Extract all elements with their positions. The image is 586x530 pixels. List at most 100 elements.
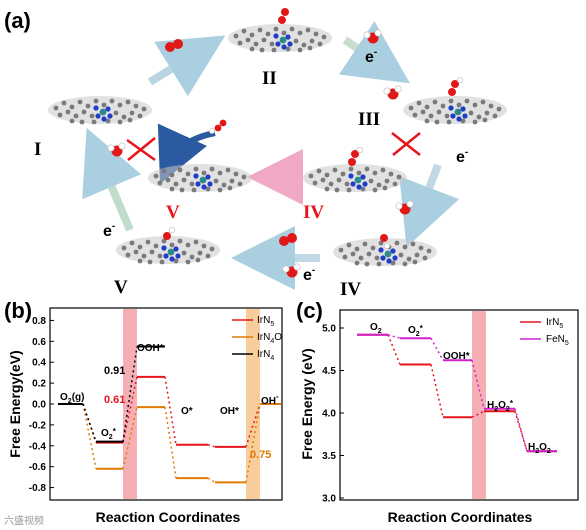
y-tick-label: -0.6	[29, 462, 47, 473]
y-tick-label: 5.0	[322, 324, 336, 335]
state-labels-c: O2 O2* OOH* H2O2* H2O2	[370, 322, 551, 455]
y-tick-label: 4.0	[322, 409, 336, 420]
o2-molecule	[165, 39, 183, 52]
svg-text:O2: O2	[370, 322, 382, 335]
highlight-b-1	[123, 309, 137, 499]
panel-a-label: (a)	[4, 8, 31, 33]
legend-c: IrN5 FeN5	[520, 317, 569, 347]
state-labels-b: O2(g) O2* OOH* O* OH* OH-	[60, 343, 279, 441]
series-1	[357, 333, 557, 453]
stage-label-V: V	[114, 277, 128, 298]
svg-text:H2O2*: H2O2*	[487, 399, 514, 413]
svg-text:e-: e-	[365, 47, 377, 66]
svg-text:IrN4O: IrN4O	[257, 332, 282, 345]
connector-0-2	[122, 376, 138, 443]
series-b	[58, 345, 281, 484]
y-tick-label: 4.5	[322, 366, 336, 377]
annotation-b-1: 0.61	[104, 394, 125, 406]
connector-2-2	[122, 346, 138, 442]
structure-IV	[333, 238, 437, 267]
svg-text:O2*: O2*	[408, 324, 424, 338]
legend-b: IrN5 IrN4O IrN4	[232, 315, 282, 362]
h2o-molecule-left	[107, 142, 126, 157]
panel-b-label: (b)	[4, 298, 32, 323]
curved-arrow	[157, 123, 216, 184]
h2o-molecule-top	[363, 29, 382, 44]
watermark: 六盛视频	[4, 514, 44, 527]
connector-1-4	[514, 408, 528, 452]
h2o-molecule-bottom	[282, 263, 301, 278]
arrow-III-to-IV	[399, 163, 460, 248]
y-tick-label: 3.5	[322, 451, 336, 462]
series-2	[58, 345, 165, 443]
connector-0-3	[164, 376, 177, 445]
adsorbate-III	[448, 76, 464, 96]
stage-label-IV: IV	[340, 279, 361, 300]
svg-text:H2O2: H2O2	[528, 442, 551, 455]
panel-b: (b) -0.8 -0.6 -0.4 -0.2 0.0 0.2 0.4 0.6 0.8 Free…	[4, 298, 283, 525]
h2o-molecule-right	[383, 85, 402, 100]
y-tick-label: 0.0	[32, 400, 46, 411]
svg-text:IrN5: IrN5	[257, 315, 274, 328]
annotation-b-0: 0.91	[104, 365, 125, 377]
svg-text:OOH*: OOH*	[137, 343, 164, 354]
y-tick-label: -0.8	[29, 483, 47, 494]
svg-text:IrN4: IrN4	[257, 349, 274, 362]
arrow-II-to-III	[338, 21, 410, 84]
stage-label-IV-red: IV	[303, 202, 324, 223]
adsorbate-IV	[380, 234, 391, 250]
blocked-x-left	[126, 137, 156, 162]
highlight-b-2	[246, 309, 260, 499]
connector-2-1	[82, 403, 97, 442]
adsorbate-V	[163, 226, 176, 240]
connector-1-5	[245, 403, 261, 483]
svg-text:OH*: OH*	[220, 406, 239, 417]
y-tick-label: 0.4	[32, 358, 46, 369]
stage-label-II: II	[262, 68, 277, 89]
y-tick-label: 0.8	[32, 316, 46, 327]
connector-0-1	[387, 334, 401, 365]
ylabel-b: Free Energy(eV)	[7, 350, 23, 457]
y-tick-label: 3.0	[322, 494, 336, 505]
y-tick-label: 0.6	[32, 337, 46, 348]
o2-molecule-bottom	[279, 233, 297, 246]
stage-label-V-red: V	[166, 202, 180, 223]
blocked-x-right	[391, 132, 421, 156]
y-ticks-c: 3.0 3.5 4.0 4.5 5.0	[322, 324, 344, 505]
connector-1-2	[430, 337, 444, 361]
connector-0-4	[514, 411, 528, 452]
annotation-b-2: 0.75	[250, 449, 271, 461]
arrow-I-to-II	[147, 35, 226, 97]
connector-1-4	[207, 477, 216, 483]
connector-1-2	[122, 406, 138, 469]
y-tick-label: 0.2	[32, 379, 46, 390]
adsorbate-curve	[209, 119, 227, 134]
xlabel-c: Reaction Coordinates	[388, 509, 533, 525]
h2o-molecule-bottom-right	[395, 200, 414, 215]
ylabel-c: Free Energy (eV)	[299, 348, 315, 459]
highlight-c-1	[472, 311, 486, 499]
adsorbate-II	[278, 8, 289, 24]
svg-text:OOH*: OOH*	[443, 351, 470, 362]
panel-c-label: (c)	[296, 298, 323, 323]
connector-1-1	[387, 334, 401, 339]
panel-a: (a)	[4, 8, 507, 300]
connector-0-2	[430, 364, 444, 418]
svg-text:OH-: OH-	[261, 392, 279, 407]
adsorbate-IV-red	[348, 146, 364, 166]
panel-c: (c) 3.0 3.5 4.0 4.5 5.0 Free Energy (eV) Rea…	[296, 298, 579, 525]
y-tick-label: -0.2	[29, 420, 47, 431]
connector-1-1	[82, 403, 97, 469]
electron-labels: e- e- e- e-	[103, 47, 468, 284]
svg-text:e-: e-	[103, 221, 115, 240]
structure-V	[116, 236, 220, 265]
svg-text:O2*: O2*	[101, 427, 117, 441]
structure-IV-red	[303, 164, 407, 193]
svg-text:FeN5: FeN5	[546, 334, 569, 347]
y-tick-label: -0.4	[29, 441, 47, 452]
connector-1-3	[164, 407, 177, 479]
y-ticks-b: -0.8 -0.6 -0.4 -0.2 0.0 0.2 0.4 0.6 0.8	[29, 316, 54, 494]
structure-II	[228, 24, 332, 53]
svg-text:e-: e-	[456, 147, 468, 166]
